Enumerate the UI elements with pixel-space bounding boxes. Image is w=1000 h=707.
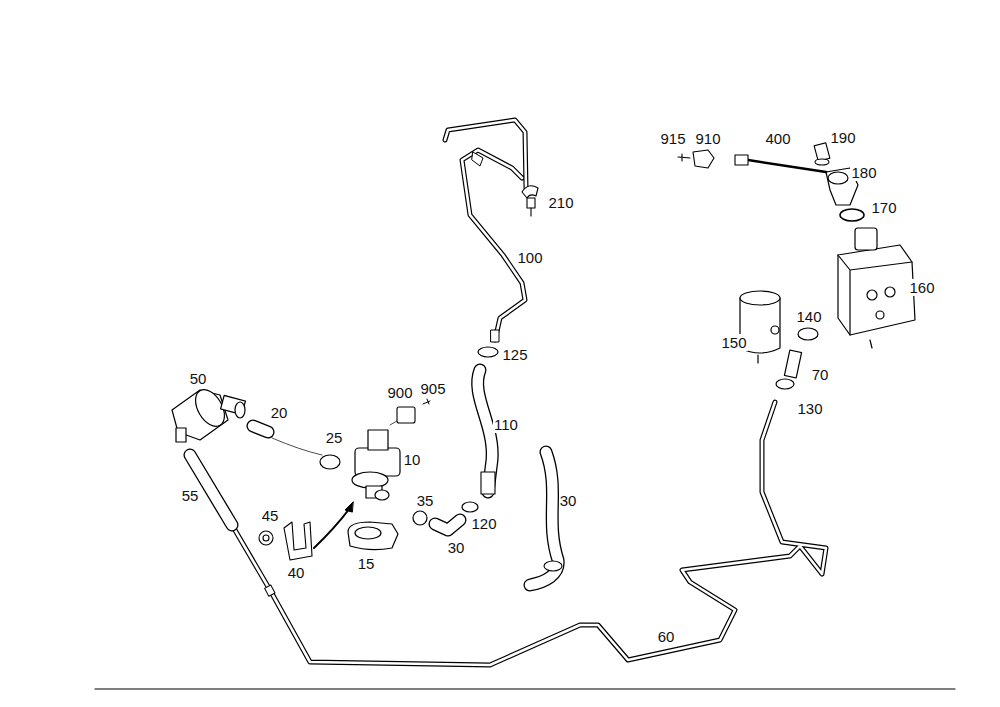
hose-piece <box>784 350 801 378</box>
callout-number: 400 <box>764 130 791 147</box>
callout-number: 130 <box>796 400 823 417</box>
callout-number: 55 <box>181 487 200 504</box>
connector-plug <box>693 150 714 168</box>
callout-number: 30 <box>559 492 578 509</box>
hose-clamp <box>776 379 794 389</box>
callout-number: 905 <box>419 380 446 397</box>
hose-clamp <box>478 347 498 357</box>
callout-number: 50 <box>189 370 208 387</box>
fuel-filter <box>172 385 245 442</box>
filter-cylinder <box>740 291 780 363</box>
callout-number: 35 <box>416 492 435 509</box>
fuel-pipe <box>232 402 826 665</box>
callout-number: 170 <box>870 199 897 216</box>
hose-clamp <box>798 328 818 340</box>
hose-clamp <box>462 502 478 512</box>
purge-valve <box>352 430 400 500</box>
callout-number: 40 <box>287 564 306 581</box>
rule-line <box>95 688 955 689</box>
callout-number: 25 <box>325 429 344 446</box>
assembly-arrow <box>314 508 350 548</box>
arrowhead <box>345 502 353 512</box>
leader-line <box>272 438 322 455</box>
callout-number: 910 <box>694 130 721 147</box>
callout-number: 110 <box>493 416 519 433</box>
callout-number: 120 <box>470 515 497 532</box>
callout-number: 150 <box>720 334 747 351</box>
callout-number: 915 <box>659 130 686 147</box>
seal-ring <box>840 209 864 221</box>
pipe-clip <box>522 186 538 216</box>
callout-number: 100 <box>516 249 543 266</box>
cable <box>748 160 826 172</box>
bracket-plate <box>259 522 312 560</box>
callout-number: 70 <box>811 366 830 383</box>
callout-number: 125 <box>501 346 528 363</box>
pin-symbol <box>423 399 430 404</box>
vent-pipe <box>445 120 526 342</box>
callout-number: 900 <box>386 384 413 401</box>
rubber-hose <box>253 426 268 432</box>
callout-number: 20 <box>270 404 289 421</box>
callout-number: 160 <box>908 279 935 296</box>
hose-clamp <box>320 455 340 469</box>
cable-sleeve <box>735 155 748 165</box>
hose-connector <box>814 143 830 165</box>
callout-number: 60 <box>657 628 676 645</box>
elbow-hose <box>435 520 460 530</box>
callout-number: 15 <box>357 555 376 572</box>
pin-symbol <box>678 154 690 161</box>
callout-number: 180 <box>850 164 877 181</box>
callout-number: 210 <box>547 194 574 211</box>
callout-number: 10 <box>403 451 422 468</box>
charcoal-canister <box>838 228 915 348</box>
callout-number: 30 <box>447 539 466 556</box>
hose-clamp <box>413 511 427 525</box>
connector-plug <box>397 407 415 423</box>
rubber-hose <box>530 452 562 585</box>
callout-number: 45 <box>261 507 280 524</box>
callout-number: 140 <box>795 308 822 325</box>
mounting-bracket <box>348 522 398 550</box>
callout-number: 190 <box>829 129 856 146</box>
